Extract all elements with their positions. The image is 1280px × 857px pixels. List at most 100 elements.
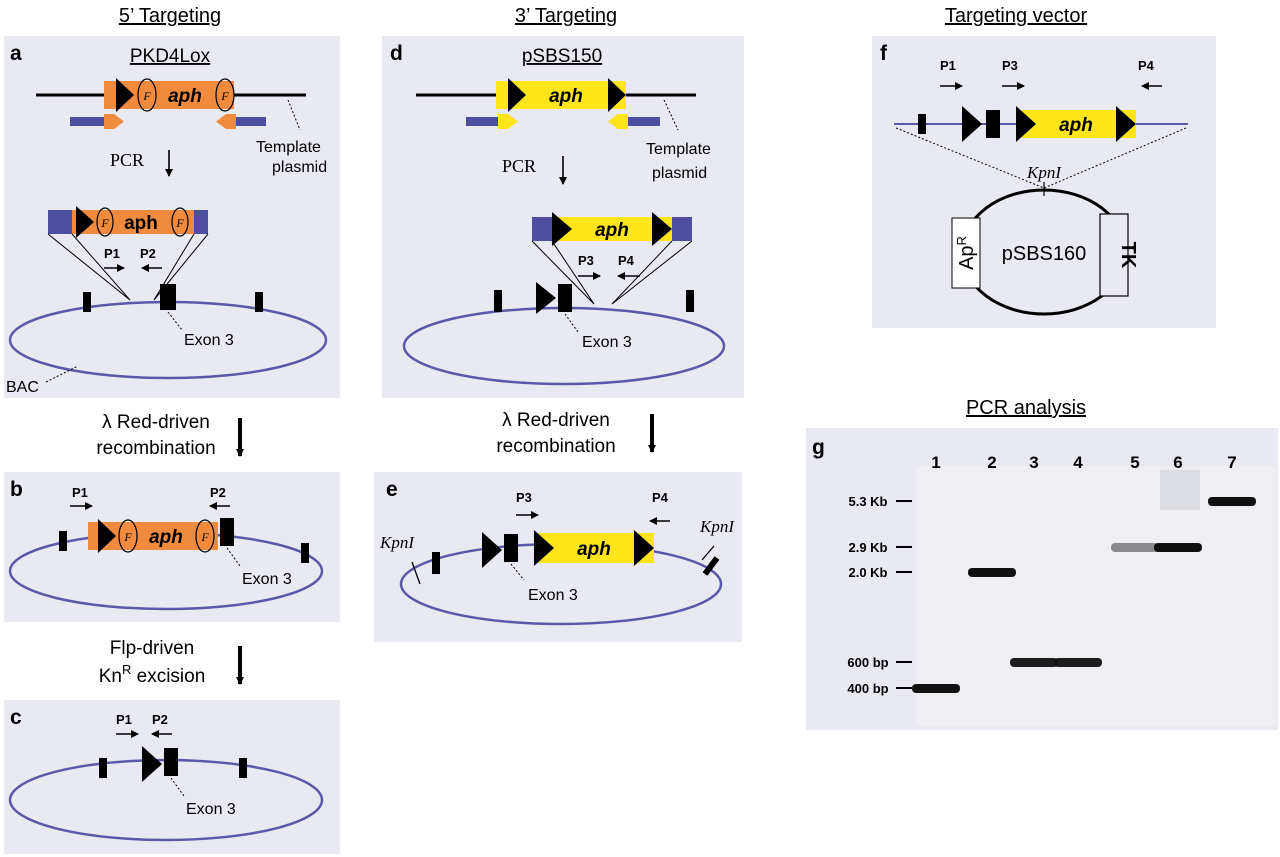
crossover-lines <box>611 240 693 305</box>
template-label-2: plasmid <box>272 159 327 176</box>
lane-label-3: 3 <box>1029 453 1038 472</box>
frt-label: F <box>142 89 151 103</box>
loxp-triangle <box>634 530 654 566</box>
exon3-block <box>220 518 234 546</box>
kpni-site-right-mark <box>701 545 715 561</box>
frt-label: F <box>220 89 229 103</box>
exon3-label: Exon 3 <box>242 571 292 588</box>
exon-block <box>918 114 926 134</box>
exon-block <box>494 290 502 312</box>
header-targeting-vector: Targeting vector <box>945 5 1088 27</box>
pcr-label: PCR <box>502 156 536 176</box>
loxp-triangle <box>98 519 116 553</box>
homology-arm-primer <box>628 117 660 126</box>
frt-label: F <box>100 216 109 230</box>
size-marker-label: 600 bp <box>847 655 888 670</box>
frt-label: F <box>123 530 132 544</box>
panel-c: c P1 P2 Exon 3 <box>4 700 340 854</box>
gel-band-lane-5 <box>1111 543 1159 552</box>
step-flp-excision-2: KnR excision <box>99 662 206 687</box>
exon3-block <box>558 284 572 312</box>
aph-label: aph <box>149 527 183 548</box>
primer-p2-label: P2 <box>140 246 156 261</box>
step-red-recombination-2: recombination <box>96 438 215 459</box>
exon3-leader <box>510 563 525 581</box>
lane-label-7: 7 <box>1227 453 1236 472</box>
step-flp-excision-1: Flp-driven <box>110 638 194 659</box>
primer-p1-label: P1 <box>116 712 132 727</box>
header-pcr-analysis: PCR analysis <box>966 397 1086 419</box>
vector-name-psbs160: pSBS160 <box>1002 243 1087 265</box>
loxp-triangle <box>962 106 982 142</box>
primer-arrow-yellow <box>608 114 628 129</box>
loxp-triangle <box>508 78 526 112</box>
panel-c-background <box>4 700 340 854</box>
template-label-1: Template <box>256 139 321 156</box>
loxp-triangle <box>482 532 502 568</box>
frt-site <box>118 519 138 553</box>
crossover-lines <box>153 233 209 301</box>
lane-label-2: 2 <box>987 453 996 472</box>
homology-arm-primer <box>70 117 104 126</box>
primer-p4-label: P4 <box>618 253 635 268</box>
frt-label: F <box>200 530 209 544</box>
exon3-label: Exon 3 <box>528 587 578 604</box>
exon3-block <box>164 748 178 776</box>
kpni-site-label: KpnI <box>1026 163 1062 182</box>
panel-f-label: f <box>880 42 888 65</box>
bac-label: BAC <box>6 379 39 396</box>
template-leader <box>287 99 301 131</box>
step-red-recombination-1: λ Red-driven <box>502 410 610 431</box>
primer-arrow-yellow <box>498 114 518 129</box>
exon-block <box>239 758 247 778</box>
loxp-triangle <box>608 78 626 112</box>
gel-band-lane-4 <box>1054 658 1102 667</box>
primer-p4-label: P4 <box>652 490 669 505</box>
frt-site <box>171 207 189 237</box>
frt-site <box>96 207 114 237</box>
loxp-triangle <box>534 530 554 566</box>
homology-arm-primer <box>466 117 498 126</box>
panel-e-label: e <box>386 478 398 501</box>
gel-band-lane-6 <box>1154 543 1202 552</box>
insertion-dotted-left <box>895 127 1045 189</box>
pcr-label: PCR <box>110 150 144 170</box>
panel-a-label: a <box>10 42 22 65</box>
bac-leader <box>45 365 79 383</box>
lane-label-5: 5 <box>1130 453 1139 472</box>
aph-label: aph <box>124 213 158 234</box>
frt-site <box>137 78 157 112</box>
crossover-lines <box>531 240 595 305</box>
exon3-label: Exon 3 <box>186 801 236 818</box>
loxp-triangle <box>116 78 134 112</box>
aph-label: aph <box>1059 115 1093 136</box>
loxp-triangle <box>536 282 556 314</box>
loxp-triangle <box>1016 106 1036 142</box>
panel-c-label: c <box>10 706 22 729</box>
primer-p1-label: P1 <box>104 246 120 261</box>
loxp-triangle <box>552 212 572 246</box>
aph-label: aph <box>595 220 629 241</box>
crossover-lines <box>47 233 131 301</box>
step-red-recombination-1: λ Red-driven <box>102 412 210 433</box>
loxp-triangle <box>1116 106 1136 142</box>
template-label-2: plasmid <box>652 165 707 182</box>
loxp-triangle <box>142 746 162 782</box>
plasmid-name-psbs150: pSBS150 <box>522 46 602 67</box>
panel-e: e P3 P4 KpnI aph Exon 3 KpnI <box>374 472 742 642</box>
primer-p3-label: P3 <box>1002 58 1018 73</box>
ampr-marker <box>951 217 981 289</box>
exon-block <box>59 531 67 551</box>
primer-arrow-orange <box>216 114 236 129</box>
tk-label: TK <box>1117 242 1139 269</box>
primer-p4-label: P4 <box>1138 58 1155 73</box>
frt-site <box>215 78 235 112</box>
exon-block <box>301 543 309 563</box>
lane-label-1: 1 <box>931 453 940 472</box>
lane-label-4: 4 <box>1073 453 1083 472</box>
panel-b: b P1 P2 F aph F Exon 3 <box>4 472 340 622</box>
plasmid-name-pkd4lox: PKD4Lox <box>130 46 211 67</box>
kpni-site-left-mark <box>411 561 421 585</box>
